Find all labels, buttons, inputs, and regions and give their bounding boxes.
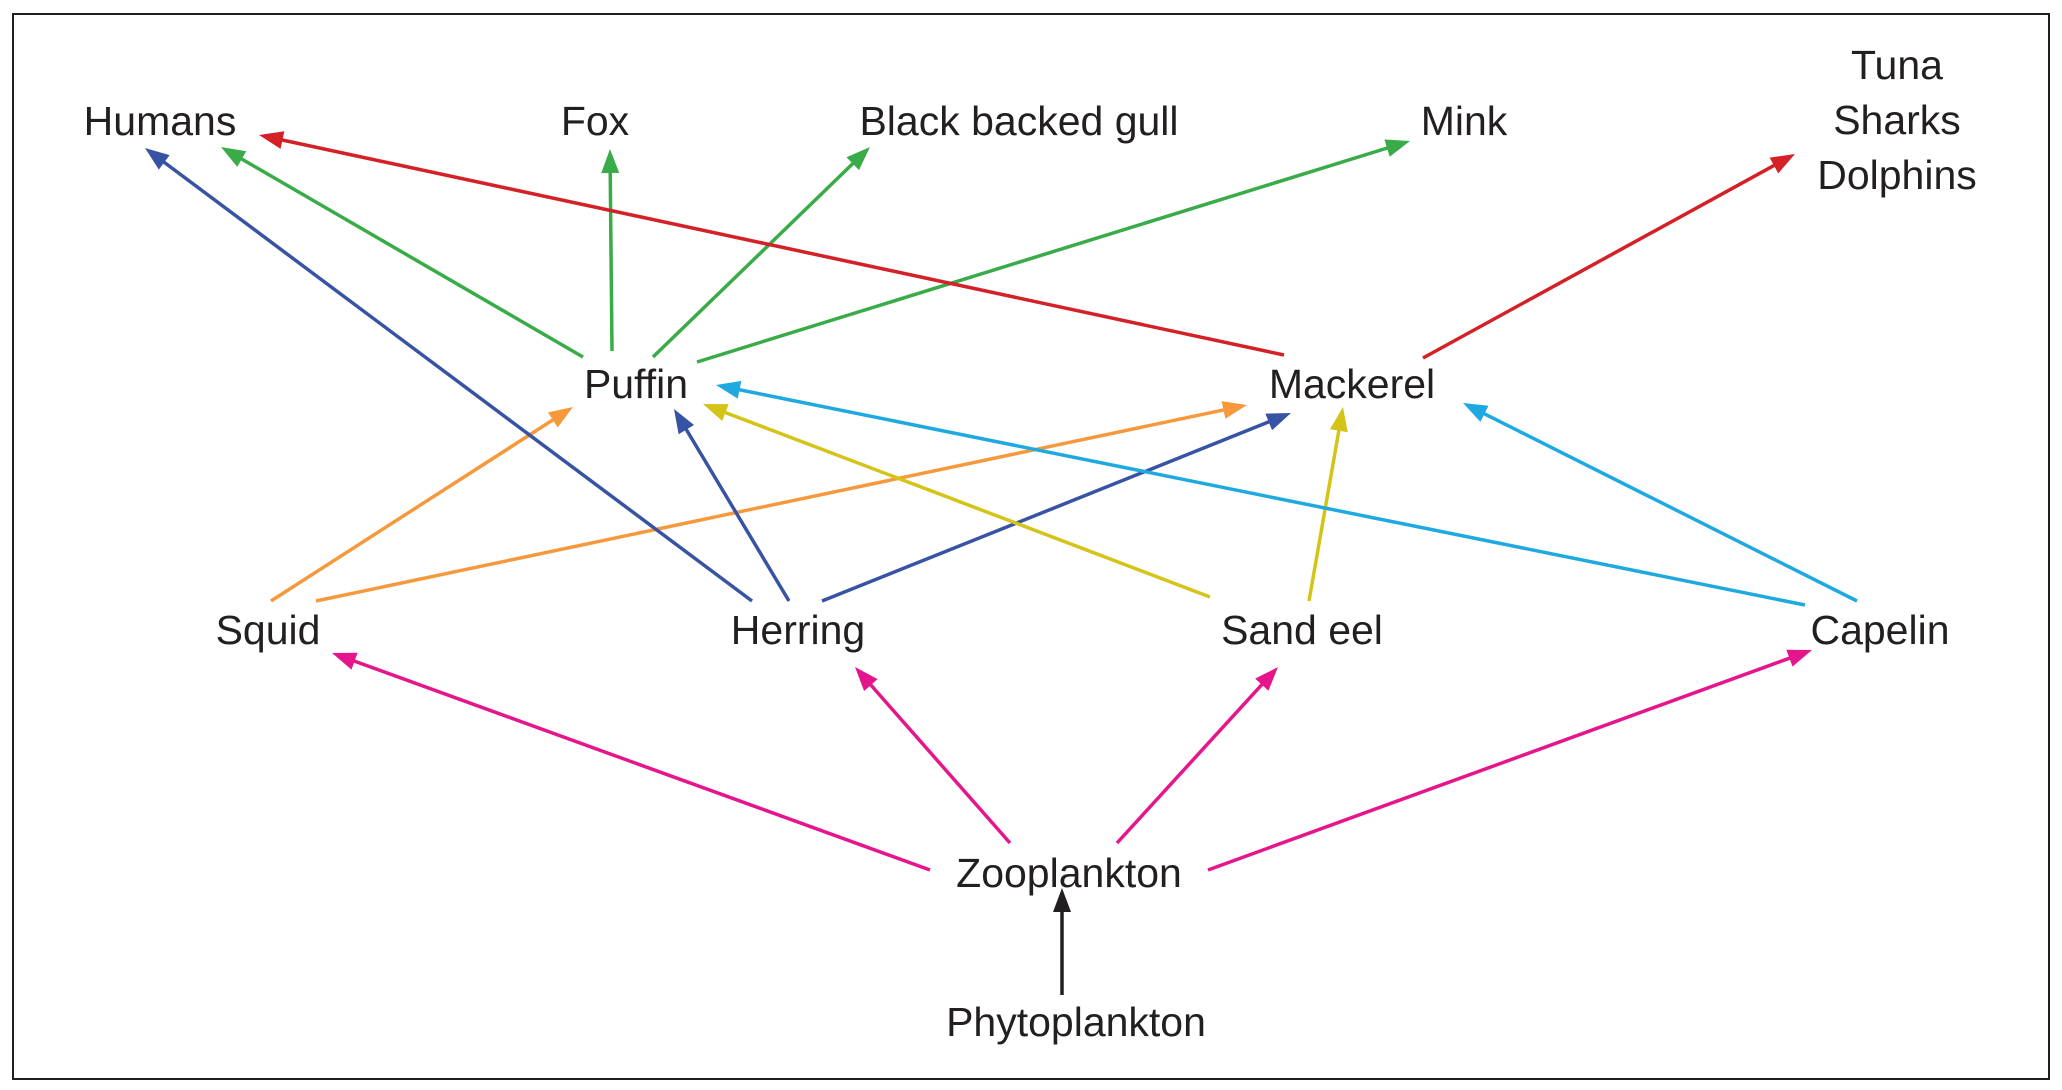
edge-line xyxy=(651,161,856,359)
node-label-line: Capelin xyxy=(1810,607,1949,653)
node-label-line: Dolphins xyxy=(1817,152,1977,198)
edge-zooplankton-to-squid xyxy=(332,652,931,872)
edge-squid-to-puffin xyxy=(270,407,573,603)
arrowhead xyxy=(332,652,358,670)
node-label-puffin: Puffin xyxy=(584,361,688,407)
arrowhead xyxy=(716,380,742,399)
edge-zooplankton-to-capelin xyxy=(1207,649,1812,872)
edge-mackerel-to-tuna xyxy=(1422,154,1795,360)
node-label-gull: Black backed gull xyxy=(859,98,1178,144)
edge-line xyxy=(239,156,584,359)
node-label-line: Fox xyxy=(561,98,630,144)
node-label-phytoplankton: Phytoplankton xyxy=(946,999,1206,1045)
node-label-line: Tuna xyxy=(1851,42,1943,88)
edge-line xyxy=(868,682,1012,845)
edge-line xyxy=(1422,163,1777,360)
edge-line xyxy=(280,137,1285,357)
node-label-line: Zooplankton xyxy=(956,850,1182,896)
node-label-line: Mackerel xyxy=(1269,361,1435,407)
edge-zooplankton-to-herring xyxy=(855,667,1012,845)
node-label-line: Squid xyxy=(216,607,321,653)
node-label-line: Phytoplankton xyxy=(946,999,1206,1045)
edge-sandeel-to-puffin xyxy=(703,404,1211,599)
edge-line xyxy=(683,426,791,602)
arrowhead xyxy=(1329,407,1348,433)
node-label-line: Humans xyxy=(84,98,237,144)
node-label-sandeel: Sand eel xyxy=(1221,607,1383,653)
arrowhead xyxy=(1221,401,1247,419)
arrowhead xyxy=(1053,888,1071,912)
edge-line xyxy=(270,417,556,603)
arrowhead xyxy=(855,667,878,691)
edge-line xyxy=(737,387,1806,607)
edge-line xyxy=(821,419,1272,603)
edge-line xyxy=(1207,655,1792,872)
edge-line xyxy=(696,145,1390,364)
arrowhead xyxy=(674,409,695,435)
node-label-mink: Mink xyxy=(1421,98,1508,144)
arrowhead xyxy=(145,148,170,170)
edge-puffin-to-fox xyxy=(601,149,620,352)
node-label-fox: Fox xyxy=(561,98,630,144)
node-label-line: Sharks xyxy=(1833,97,1961,143)
node-label-line: Herring xyxy=(731,607,865,653)
node-label-humans: Humans xyxy=(84,98,237,144)
arrowhead xyxy=(1255,667,1278,691)
edge-zooplankton-to-sandeel xyxy=(1115,667,1278,845)
edge-line xyxy=(161,159,754,603)
edge-puffin-to-gull xyxy=(651,147,870,359)
edge-line xyxy=(315,407,1226,603)
arrowhead xyxy=(221,147,247,167)
edge-line xyxy=(1115,682,1265,845)
arrowhead xyxy=(547,407,573,428)
arrowhead xyxy=(1384,139,1410,157)
node-label-line: Sand eel xyxy=(1221,607,1383,653)
edge-puffin-to-mink xyxy=(696,139,1410,364)
arrowhead xyxy=(1463,403,1489,422)
node-label-capelin: Capelin xyxy=(1810,607,1949,653)
arrowhead xyxy=(703,404,729,421)
edge-line xyxy=(1307,428,1341,602)
edge-sandeel-to-mackerel xyxy=(1307,407,1348,602)
edge-line xyxy=(722,410,1211,599)
edge-phytoplankton-to-zooplankton xyxy=(1053,888,1071,995)
node-label-herring: Herring xyxy=(731,607,865,653)
arrowhead xyxy=(1786,649,1812,667)
edge-herring-to-mackerel xyxy=(821,413,1291,603)
edge-line xyxy=(608,170,614,352)
arrowhead xyxy=(259,131,285,149)
edge-squid-to-mackerel xyxy=(315,401,1247,603)
edge-line xyxy=(352,658,931,872)
arrowhead xyxy=(601,149,620,174)
node-label-squid: Squid xyxy=(216,607,321,653)
edge-herring-to-puffin xyxy=(674,409,791,602)
edge-capelin-to-mackerel xyxy=(1463,403,1858,603)
node-label-line: Puffin xyxy=(584,361,688,407)
edge-mackerel-to-humans xyxy=(259,131,1285,357)
node-label-line: Mink xyxy=(1421,98,1508,144)
diagram-border xyxy=(12,13,2050,1080)
edge-capelin-to-puffin xyxy=(716,380,1806,607)
edges-layer xyxy=(145,131,1858,995)
arrowhead xyxy=(846,147,870,171)
arrowhead xyxy=(1265,413,1291,431)
arrowhead xyxy=(1769,154,1795,174)
node-label-zooplankton: Zooplankton xyxy=(956,850,1182,896)
edge-line xyxy=(1481,411,1858,603)
node-label-mackerel: Mackerel xyxy=(1269,361,1435,407)
edge-herring-to-humans xyxy=(145,148,754,603)
node-label-line: Black backed gull xyxy=(859,98,1178,144)
edge-puffin-to-humans xyxy=(221,147,584,359)
